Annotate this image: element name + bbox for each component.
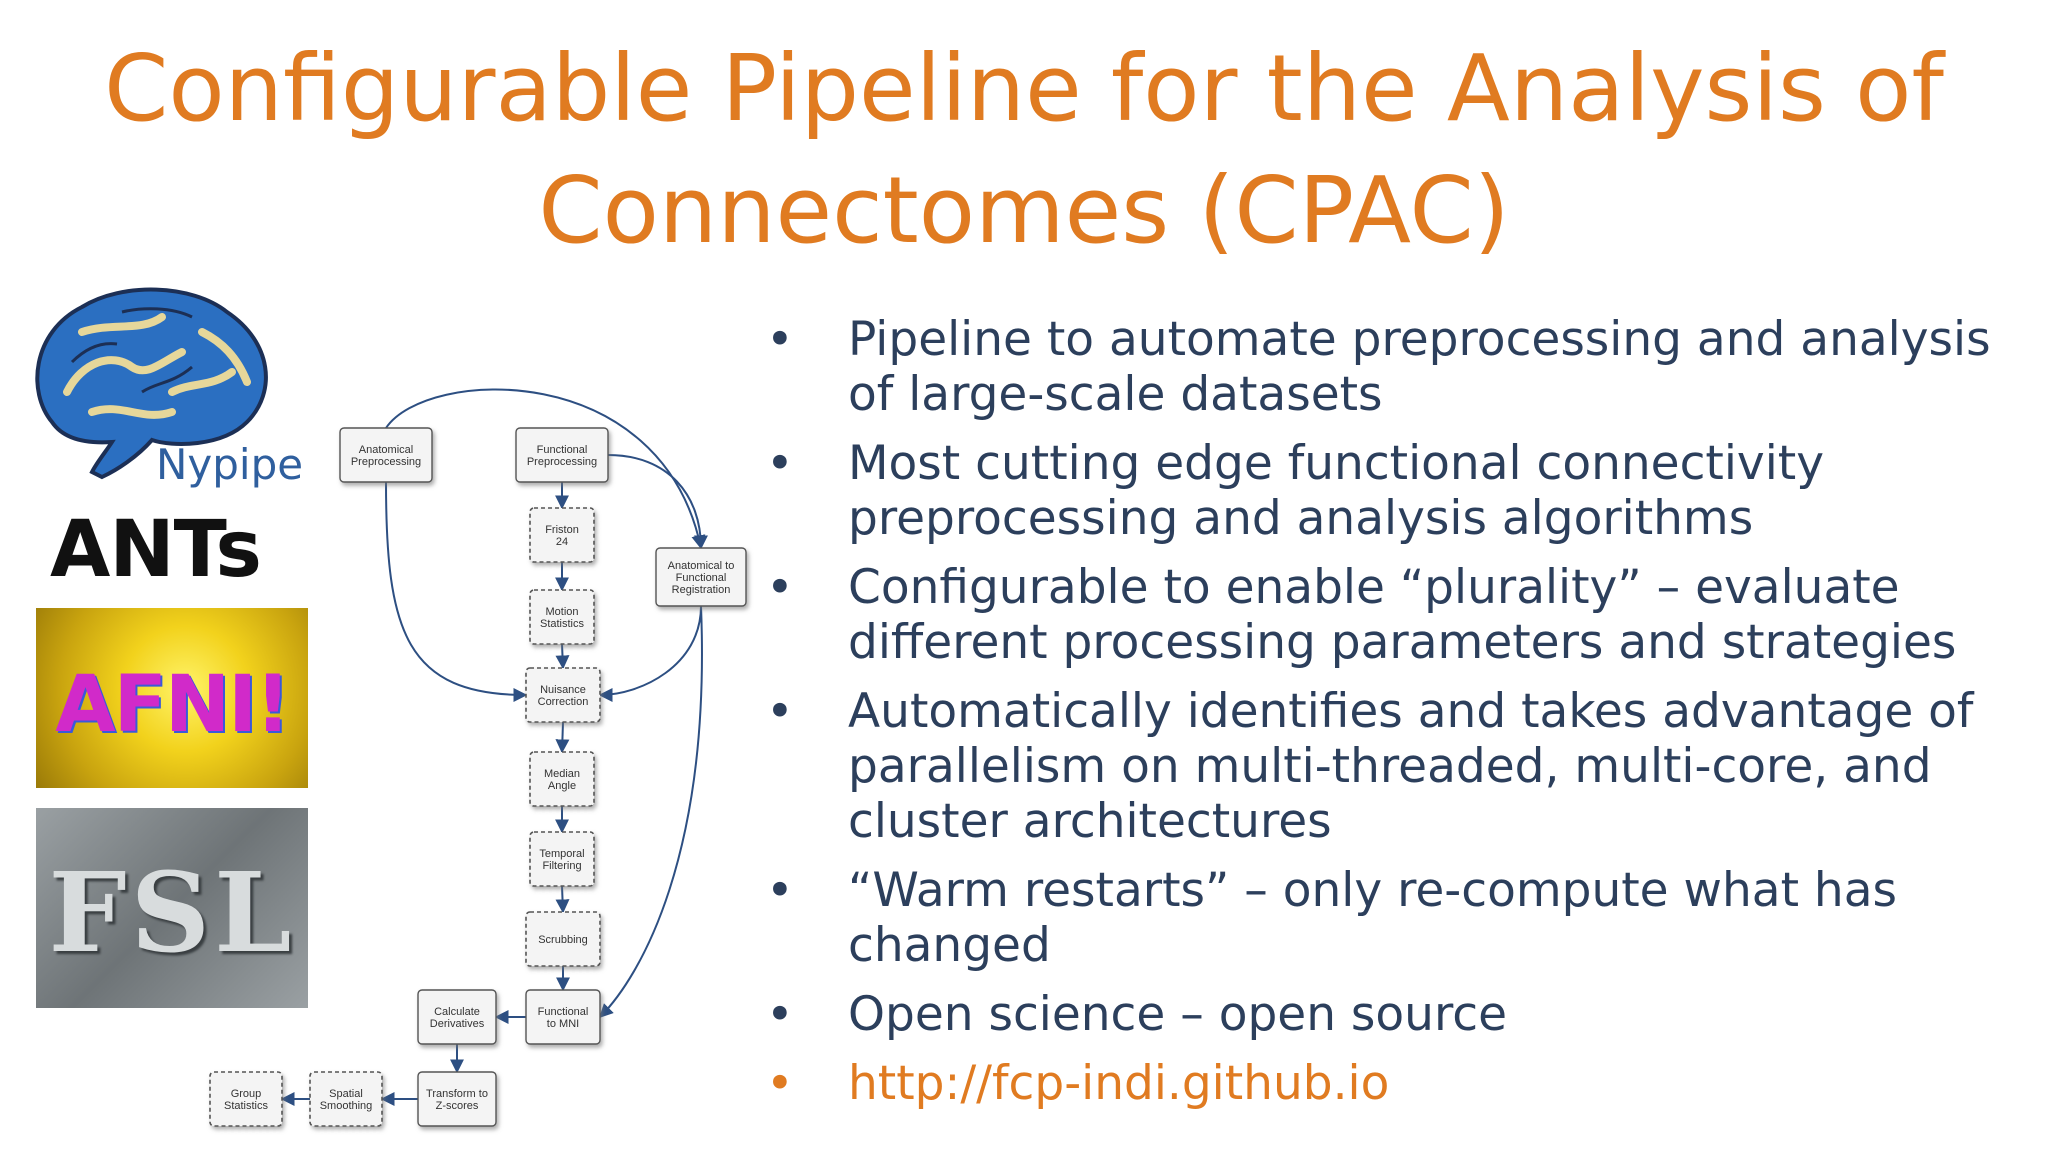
flowchart-node-label: Preprocessing [527, 456, 597, 468]
bullet-marker: • [766, 436, 794, 491]
bullet-item: • Open science – open source [760, 987, 2020, 1042]
slide-title: Configurable Pipeline for the Analysis o… [0, 28, 2048, 272]
flowchart-node-label: Anatomical [359, 444, 413, 456]
flowchart-node-label: Spatial [329, 1088, 363, 1100]
bullet-line: Most cutting edge functional connectivit… [848, 436, 1825, 491]
bullet-marker: • [766, 987, 794, 1042]
ants-logo: ANTs [50, 505, 262, 595]
bullet-line: of large-scale datasets [848, 367, 1383, 422]
project-link[interactable]: http://fcp-indi.github.io [848, 1056, 1390, 1111]
flowchart-node-label: to MNI [547, 1018, 579, 1030]
brain-logo-icon [35, 287, 268, 480]
bullet-marker: • [766, 1056, 794, 1111]
bullet-marker: • [766, 863, 794, 918]
flowchart-node-label: Z-scores [436, 1100, 479, 1112]
title-line-1: Configurable Pipeline for the Analysis o… [104, 35, 1944, 142]
edge-nuisance-median [555, 721, 570, 754]
title-line-2: Connectomes (CPAC) [538, 157, 1510, 264]
flowchart-node-label: Preprocessing [351, 456, 421, 468]
edge-temporal-scrubbing [555, 885, 570, 914]
flowchart-node-label: 24 [556, 536, 568, 548]
flowchart-node-label: Median [544, 768, 580, 780]
flowchart-node-label: Friston [545, 524, 579, 536]
bullet-line: Configurable to enable “plurality” – eva… [848, 560, 1900, 615]
edge-anat-nuisance [385, 481, 528, 702]
flowchart-nodes: AnatomicalPreprocessingFunctionalPreproc… [209, 427, 747, 1127]
flowchart-node-label: Transform to [426, 1088, 488, 1100]
flowchart-node-label: Calculate [434, 1006, 480, 1018]
flowchart-node-label: Group [231, 1088, 262, 1100]
bullet-item: • Automatically identifies and takes adv… [760, 684, 2020, 849]
bullet-line: cluster architectures [848, 794, 1332, 849]
flowchart-node-label: Temporal [539, 848, 584, 860]
flowchart-node-label: Motion [545, 606, 578, 618]
bullet-line: Automatically identifies and takes advan… [848, 684, 1974, 739]
afni-logo-text: AFNI! [55, 660, 291, 750]
edge-func-anat2func [607, 454, 708, 550]
flowchart-node-label: Registration [672, 584, 731, 596]
fsl-logo-text: FSL [48, 848, 296, 977]
flowchart-node-label: Angle [548, 780, 576, 792]
bullet-marker: • [766, 312, 794, 367]
bullet-item: • Configurable to enable “plurality” – e… [760, 560, 2020, 670]
bullet-item: • “Warm restarts” – only re-compute what… [760, 863, 2020, 973]
flowchart-node-label: Functional [537, 444, 588, 456]
bullet-list: • Pipeline to automate preprocessing and… [760, 312, 2020, 1125]
flowchart-edges [280, 388, 708, 1106]
flowchart-node-label: Statistics [224, 1100, 269, 1112]
bullet-line: “Warm restarts” – only re-compute what h… [848, 863, 1898, 918]
bullet-line: preprocessing and analysis algorithms [848, 491, 1754, 546]
flowchart-node-label: Functional [676, 572, 727, 584]
flowchart-node-label: Statistics [540, 618, 585, 630]
edge-motion-nuisance [555, 643, 570, 670]
bullet-item: • Pipeline to automate preprocessing and… [760, 312, 2020, 422]
flowchart-node-label: Filtering [542, 860, 581, 872]
flowchart-node-label: Scrubbing [538, 934, 588, 946]
bullet-line: parallelism on multi-threaded, multi-cor… [848, 739, 1932, 794]
bullet-item-link: • http://fcp-indi.github.io [760, 1056, 2020, 1111]
bullet-line: Pipeline to automate preprocessing and a… [848, 312, 1991, 367]
flowchart-node-label: Derivatives [430, 1018, 485, 1030]
bullet-line: changed [848, 918, 1051, 973]
nypipe-label: Nypipe [156, 440, 304, 489]
edge-anat2func-nuisance [598, 605, 702, 702]
flowchart-node-zscores: Transform toZ-scores [417, 1071, 497, 1127]
edge-anat2func-func2mni [599, 605, 703, 1018]
bullet-line: Open science – open source [848, 987, 1508, 1042]
edge-anat-anat2func [385, 388, 706, 550]
flowchart-node-label: Anatomical to [668, 560, 735, 572]
bullet-item: • Most cutting edge functional connectiv… [760, 436, 2020, 546]
flowchart-node-label: Nuisance [540, 684, 586, 696]
fsl-logo: FSL [36, 808, 308, 1008]
flowchart-node-label: Smoothing [320, 1100, 373, 1112]
bullet-line: different processing parameters and stra… [848, 615, 1957, 670]
bullet-marker: • [766, 684, 794, 739]
flowchart-node-scrubbing: Scrubbing [525, 911, 601, 967]
flowchart-node-label: Correction [538, 696, 589, 708]
afni-logo: AFNI! [36, 608, 308, 788]
flowchart-node-label: Functional [538, 1006, 589, 1018]
bullet-marker: • [766, 560, 794, 615]
